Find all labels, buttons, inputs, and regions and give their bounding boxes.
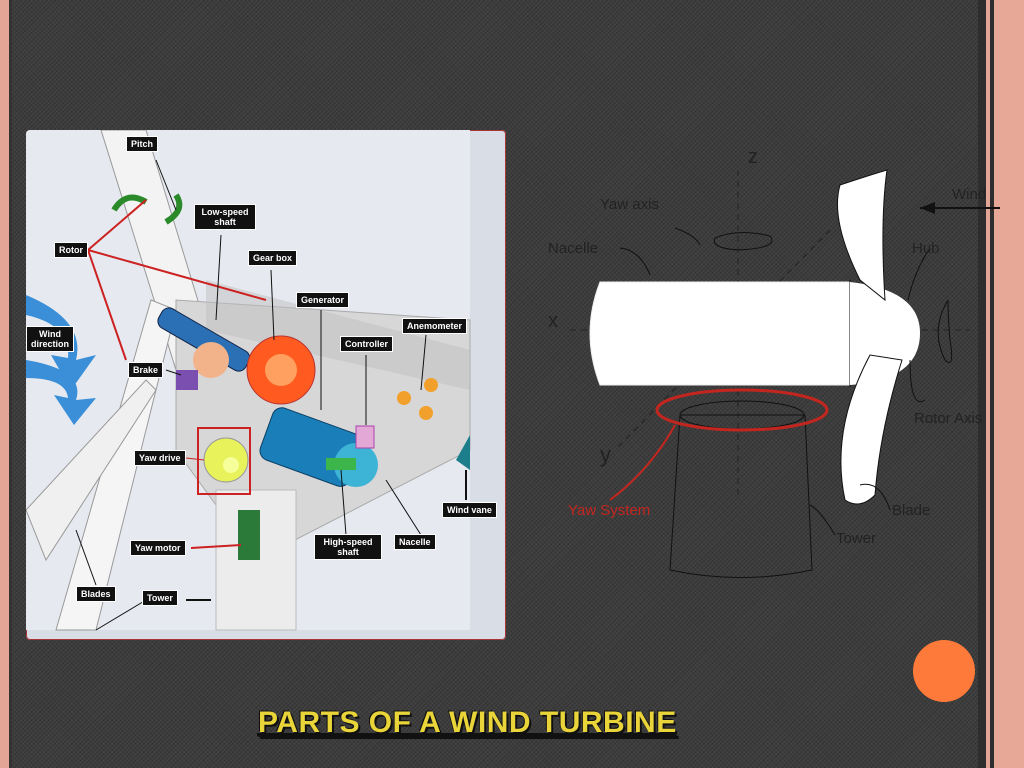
- label-wind-vane: Wind vane: [442, 502, 497, 518]
- label-yaw-system: Yaw System: [568, 502, 651, 519]
- label-rotor: Rotor: [54, 242, 88, 258]
- label-wind: Wind: [952, 186, 987, 203]
- left-border-dark: [9, 0, 12, 768]
- label-yaw-drive: Yaw drive: [134, 450, 186, 466]
- label-anemometer: Anemometer: [402, 318, 468, 334]
- label-gear-box: Gear box: [248, 250, 298, 266]
- label-nacelle: Nacelle: [394, 534, 436, 550]
- right-border-dark: [978, 0, 986, 768]
- label-high-speed-shaft: High-speed shaft: [314, 534, 382, 560]
- left-border-pink: [0, 0, 9, 768]
- label-generator: Generator: [296, 292, 350, 308]
- right-border-pink: [994, 0, 1024, 768]
- turbine-cutaway-diagram: Pitch Low-speed shaft Rotor Gear box Gen…: [26, 130, 506, 640]
- label-hub: Hub: [912, 240, 940, 257]
- slide-title: PARTS OF A WIND TURBINE: [258, 706, 677, 739]
- accent-dot: [913, 640, 975, 702]
- label-controller: Controller: [340, 336, 394, 352]
- label-rotor-axis: Rotor Axis: [914, 410, 983, 427]
- label-z-axis: z: [748, 146, 758, 168]
- label-low-speed-shaft: Low-speed shaft: [194, 204, 256, 230]
- axes-illustration: [570, 169, 1000, 578]
- right-border-pink-thin: [986, 0, 990, 768]
- label-blade: Blade: [892, 502, 931, 519]
- label-pitch: Pitch: [126, 136, 159, 152]
- turbine-axes-diagram: z Wind Yaw axis Nacelle Hub x Rotor Axis…: [530, 140, 1010, 600]
- label-yaw-motor: Yaw motor: [130, 540, 186, 556]
- label-blades: Blades: [76, 586, 116, 602]
- label-tower-right: Tower: [836, 530, 877, 547]
- label-tower: Tower: [142, 590, 178, 606]
- label-nacelle-right: Nacelle: [548, 240, 599, 257]
- label-brake: Brake: [128, 362, 164, 378]
- label-y-axis: y: [600, 442, 611, 467]
- cutaway-illustration: [26, 130, 471, 631]
- label-wind-direction: Wind direction: [26, 326, 74, 352]
- label-yaw-axis: Yaw axis: [600, 196, 659, 213]
- label-x-axis: x: [548, 310, 558, 332]
- right-border-dark-2: [990, 0, 994, 768]
